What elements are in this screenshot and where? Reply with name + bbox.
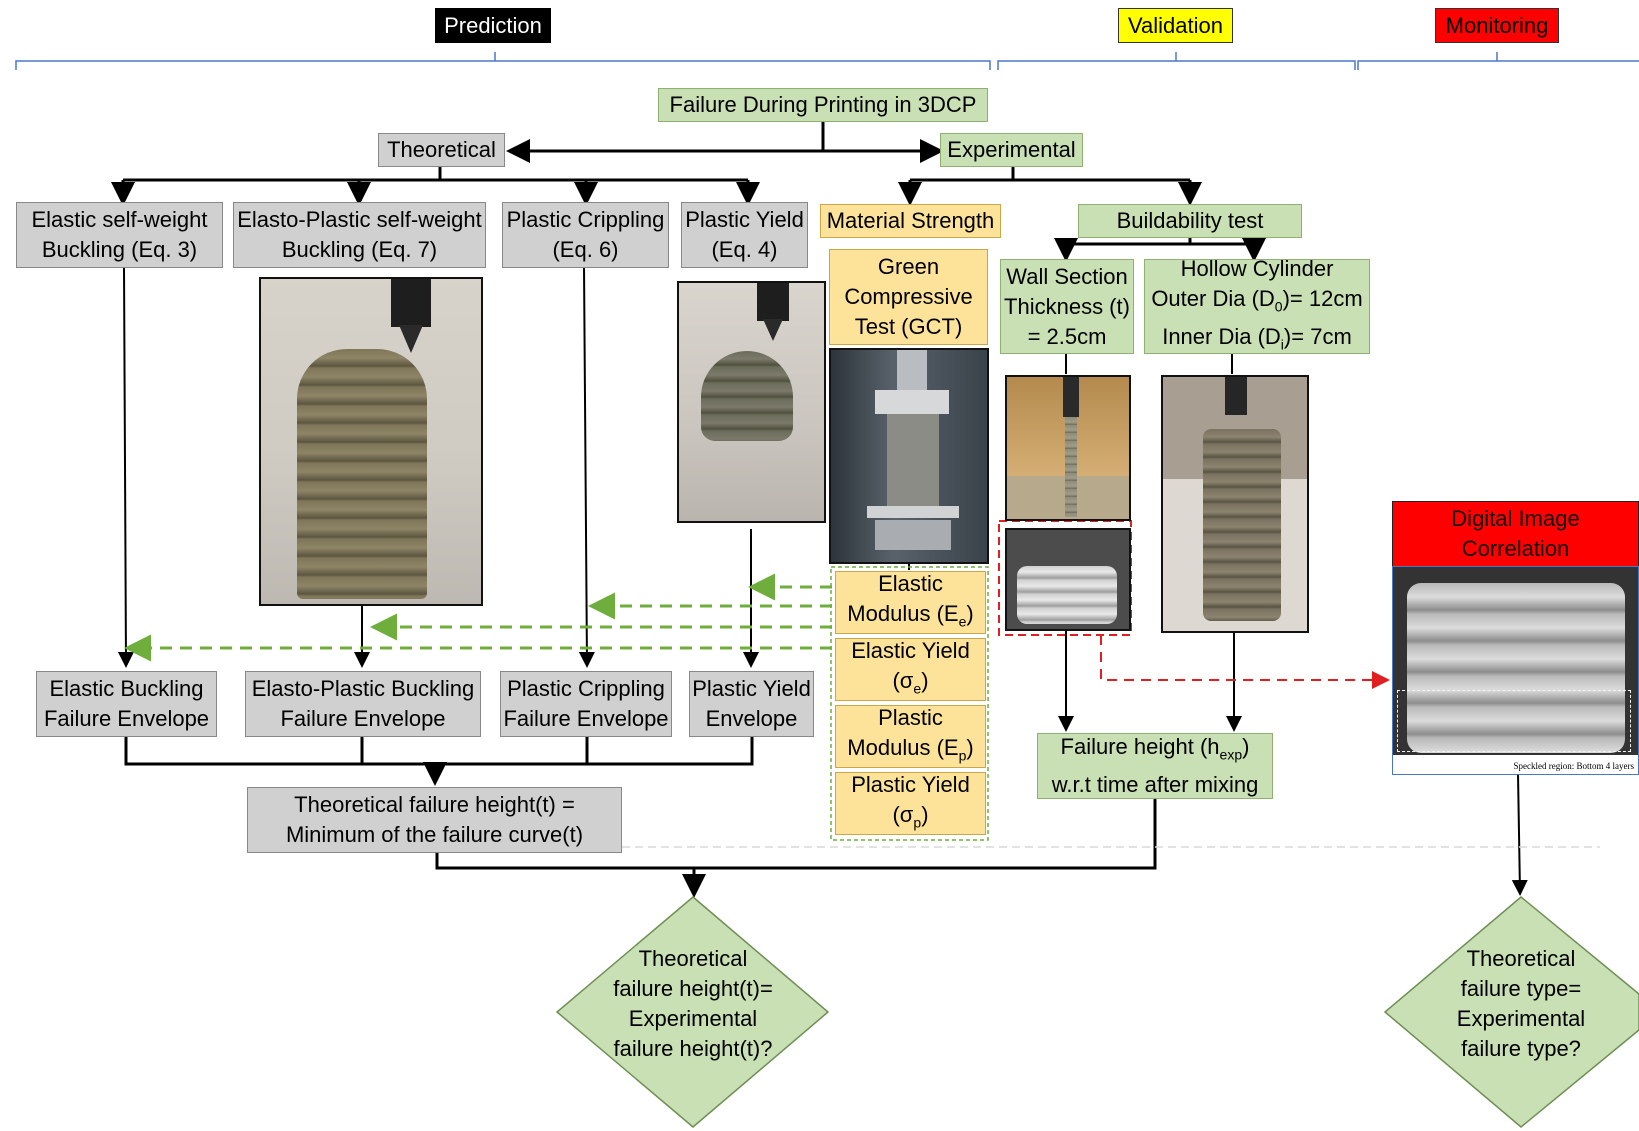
method-plastic-yield: Plastic Yield(Eq. 4) — [681, 202, 808, 268]
dic-caption: Speckled region: Bottom 4 layers — [1513, 761, 1634, 771]
photo-wall-print — [1005, 375, 1131, 521]
material-strength-node: Material Strength — [820, 204, 1001, 238]
prop-plastic-modulus: Plastic Modulus (Ep) — [835, 705, 986, 768]
exp-result-node: Failure height (hexp) w.r.t time after m… — [1037, 733, 1273, 799]
phase-brackets — [15, 52, 1639, 70]
method-plastic-crippling: Plastic Crippling(Eq. 6) — [502, 202, 669, 268]
decision-diamond-right — [1383, 896, 1639, 1128]
prop-elastic-yield: Elastic Yield (σe) — [835, 638, 986, 701]
photo-hollow-cylinder — [1161, 375, 1309, 633]
phase-monitoring: Monitoring — [1435, 8, 1559, 43]
theory-result: Theoretical failure height(t) =Minimum o… — [247, 787, 622, 853]
theoretical-node: Theoretical — [378, 133, 505, 167]
decision-diamond-left — [555, 896, 830, 1128]
photo-plastic-yield-spiral — [677, 281, 826, 523]
photo-gct-rig — [829, 348, 989, 564]
prop-elastic-modulus: Elastic Modulus (Ee) — [835, 571, 986, 634]
printed-layers — [297, 349, 427, 599]
printed-spiral — [701, 351, 793, 441]
cylinder-layers — [1203, 429, 1281, 621]
experimental-node: Experimental — [940, 133, 1083, 167]
hollow-cylinder-node: Hollow Cylinder Outer Dia (D0)= 12cm Inn… — [1144, 256, 1370, 354]
photo-dic-speckle: Speckled region: Bottom 4 layers — [1392, 566, 1639, 775]
prop-plastic-yield: Plastic Yield (σp) — [835, 772, 986, 835]
root-node: Failure During Printing in 3DCP — [658, 88, 988, 122]
speckled-region-box — [1397, 690, 1631, 752]
buildability-node: Buildability test — [1078, 204, 1302, 238]
phase-validation: Validation — [1118, 8, 1233, 43]
phase-prediction: Prediction — [435, 8, 551, 43]
photo-elasto-plastic-cylinder — [259, 277, 483, 606]
photo-wall-dic — [1005, 528, 1131, 631]
